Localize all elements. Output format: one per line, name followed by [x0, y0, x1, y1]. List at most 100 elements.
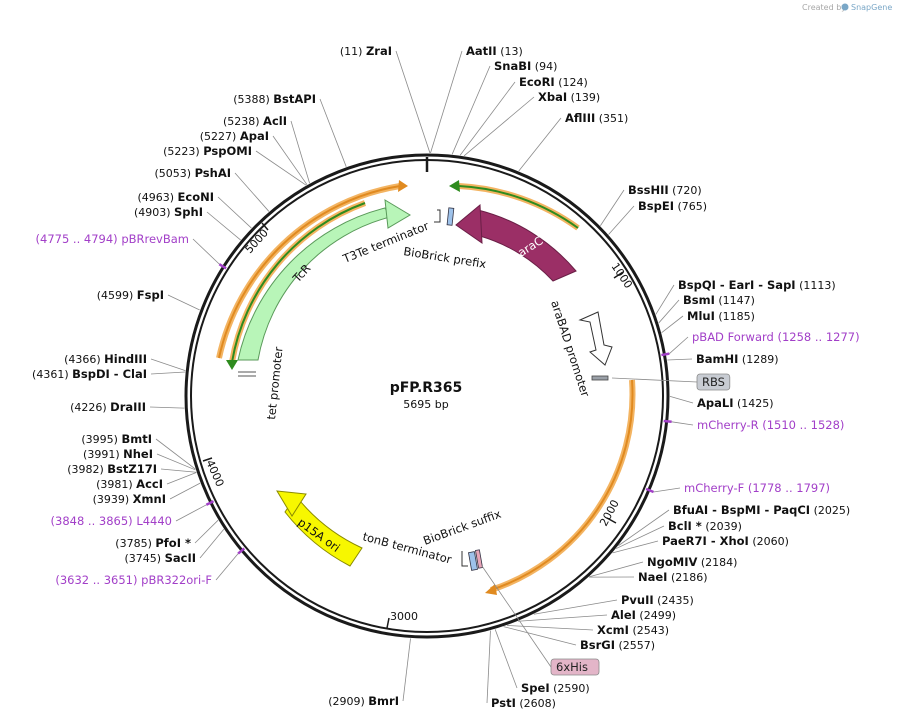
- site-label[interactable]: BclI * (2039): [668, 519, 742, 533]
- site-leader-line: [463, 96, 535, 157]
- site-labels: (11) ZraI AatII (13)SnaBI (94) EcoRI (124)…: [32, 44, 860, 710]
- site-label[interactable]: BfuAI - BspMI - PaqCI (2025): [673, 503, 850, 517]
- site-name: NgoMIV: [647, 555, 697, 569]
- site-label[interactable]: BspQI - EarI - SapI (1113): [678, 278, 836, 292]
- primer-name: pBR322ori-F: [141, 573, 212, 587]
- site-label[interactable]: (5053) PshAI: [154, 166, 231, 180]
- site-label[interactable]: (3982) BstZ17I: [67, 462, 157, 476]
- site-label[interactable]: (5238) AclI: [223, 114, 287, 128]
- feature-araBAD-promoter[interactable]: araBAD promoter: [548, 299, 613, 399]
- site-label[interactable]: NaeI (2186): [638, 570, 708, 584]
- site-label[interactable]: PvuII (2435): [621, 593, 694, 607]
- site-position: (3982): [67, 463, 107, 476]
- site-label[interactable]: (4963) EcoNI: [137, 190, 214, 204]
- chip-label[interactable]: 6xHis: [556, 660, 588, 674]
- site-position: (4226): [70, 401, 110, 414]
- site-label[interactable]: BssHII (720): [628, 183, 702, 197]
- site-label[interactable]: ApaLI (1425): [697, 396, 774, 410]
- site-leader-line: [234, 172, 270, 212]
- site-label[interactable]: (2909) BmrI: [328, 694, 399, 708]
- primer-leader-line: [192, 238, 220, 265]
- snapgene-logo-icon: [841, 3, 849, 11]
- site-label[interactable]: SnaBI (94): [494, 59, 557, 73]
- site-position: (4599): [97, 289, 137, 302]
- site-position: (4903): [134, 206, 174, 219]
- primer-label[interactable]: (3632 .. 3651) pBR322ori-F: [55, 573, 212, 587]
- site-label[interactable]: XbaI (139): [538, 90, 600, 104]
- site-label[interactable]: (5227) ApaI: [200, 129, 269, 143]
- site-label[interactable]: (4366) HindIII: [64, 352, 147, 366]
- site-position: (3939): [93, 493, 133, 506]
- site-leader-line: [166, 472, 197, 485]
- feature-p15A-ori[interactable]: p15A ori: [276, 490, 363, 567]
- primer-name: mCherry-R: [697, 418, 759, 432]
- site-leader-line: [507, 625, 594, 631]
- site-position: (2499): [636, 609, 676, 622]
- site-name: NaeI: [638, 570, 667, 584]
- site-position: (2909): [328, 695, 368, 708]
- chip-label[interactable]: RBS: [702, 375, 725, 389]
- site-leader-line: [600, 189, 625, 226]
- site-leader-line: [150, 358, 186, 372]
- site-label[interactable]: BamHI (1289): [696, 352, 779, 366]
- site-label[interactable]: BsmI (1147): [683, 293, 755, 307]
- site-position: (5223): [163, 145, 203, 158]
- site-name: SnaBI: [494, 59, 531, 73]
- site-leader-line: [402, 638, 411, 702]
- site-label[interactable]: XcmI (2543): [597, 623, 669, 637]
- site-leader-line: [290, 120, 310, 184]
- site-label[interactable]: PstI (2608): [491, 696, 556, 710]
- primer-label[interactable]: mCherry-R (1510 .. 1528): [697, 418, 844, 432]
- feature-araC[interactable]: araC: [455, 203, 577, 282]
- primer-label[interactable]: pBAD Forward (1258 .. 1277): [692, 330, 860, 344]
- p15a-arrowhead: [276, 490, 307, 517]
- primer-label[interactable]: mCherry-F (1778 .. 1797): [684, 481, 830, 495]
- site-leader-line: [486, 630, 491, 704]
- site-label[interactable]: (3981) AccI: [96, 477, 163, 491]
- tick-mark: [613, 271, 624, 279]
- site-label[interactable]: (11) ZraI: [340, 44, 392, 58]
- plasmid-name: pFP.R365: [390, 380, 463, 396]
- site-label[interactable]: (3995) BmtI: [81, 432, 152, 446]
- plasmid-size: 5695 bp: [403, 398, 448, 411]
- primer-name: pBAD Forward: [692, 330, 774, 344]
- site-label[interactable]: EcoRI (124): [519, 75, 588, 89]
- chip-box: [696, 373, 731, 391]
- site-label[interactable]: BsrGI (2557): [580, 638, 655, 652]
- site-position: (4361): [32, 368, 72, 381]
- site-label[interactable]: (4599) FspI: [97, 288, 164, 302]
- site-leader-line: [206, 211, 241, 241]
- site-leader-line: [503, 626, 577, 646]
- site-name: XmnI: [133, 492, 166, 506]
- site-label[interactable]: (4226) DraIII: [70, 400, 146, 414]
- site-label[interactable]: SpeI (2590): [521, 681, 590, 695]
- site-position: (1289): [738, 353, 778, 366]
- site-label[interactable]: (3991) NheI: [83, 447, 153, 461]
- site-label[interactable]: AleI (2499): [611, 608, 676, 622]
- site-label[interactable]: NgoMIV (2184): [647, 555, 737, 569]
- site-name: ApaLI: [697, 396, 734, 410]
- biobrick-prefix-label: BioBrick prefix: [403, 244, 488, 271]
- primer-label[interactable]: (4775 .. 4794) pBRrevBam: [36, 232, 189, 246]
- feature-TcR[interactable]: TcR: [237, 199, 411, 361]
- site-label[interactable]: MluI (1185): [687, 309, 755, 323]
- site-label[interactable]: (3785) PfoI *: [115, 536, 191, 550]
- primer-label[interactable]: (3848 .. 3865) L4440: [51, 514, 172, 528]
- site-label[interactable]: BspEI (765): [638, 199, 707, 213]
- site-label[interactable]: AflIII (351): [565, 111, 628, 125]
- site-label[interactable]: (4361) BspDI - ClaI: [32, 367, 147, 381]
- site-position: (2608): [516, 697, 556, 710]
- site-label[interactable]: (3745) SacII: [125, 551, 197, 565]
- site-name: BssHII: [628, 183, 669, 197]
- biobrick-suffix-box: [468, 551, 478, 571]
- site-label[interactable]: (4903) SphI: [134, 205, 203, 219]
- tcr-arrow: [237, 207, 391, 361]
- tcr-arrowhead: [384, 199, 411, 229]
- site-name: PfoI *: [155, 536, 191, 550]
- site-label[interactable]: (5223) PspOMI: [163, 144, 252, 158]
- site-label[interactable]: (3939) XmnI: [93, 492, 166, 506]
- site-label[interactable]: (5388) BstAPI: [233, 92, 316, 106]
- site-label[interactable]: AatII (13): [466, 44, 523, 58]
- site-label[interactable]: PaeR7I - XhoI (2060): [662, 534, 789, 548]
- site-position: (11): [340, 45, 366, 58]
